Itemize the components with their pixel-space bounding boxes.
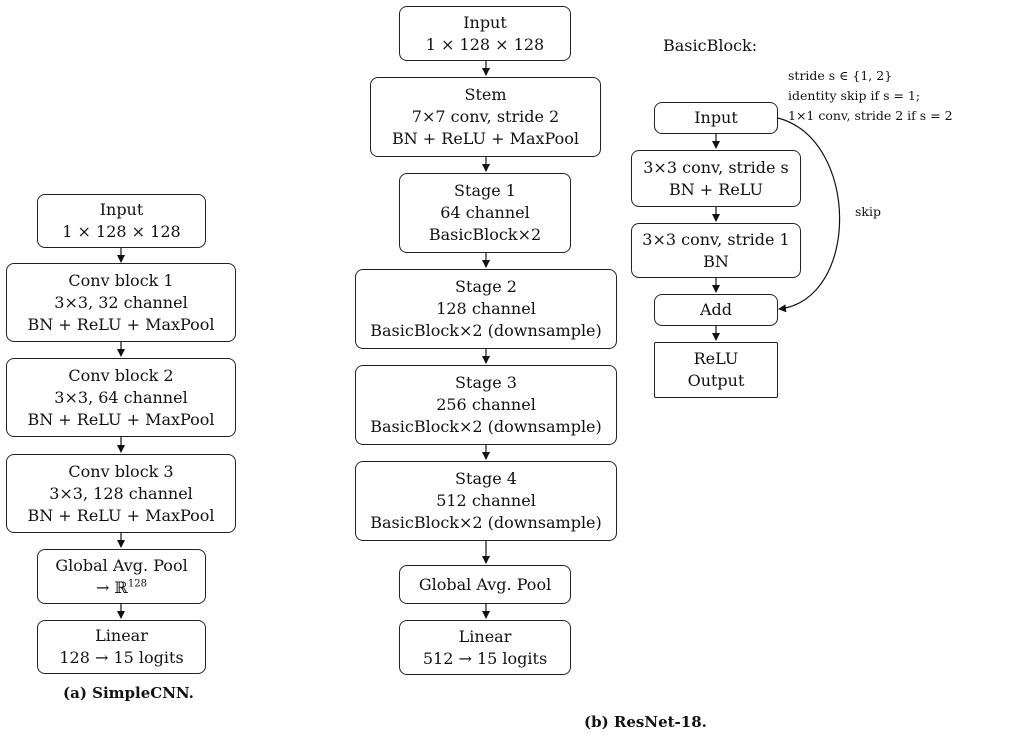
conv-block-2-title: Conv block 2 <box>68 365 174 385</box>
stage-1-title: Stage 1 <box>454 181 516 200</box>
conv-block-2-kernel: 3×3, 64 channel <box>54 387 188 407</box>
stem-layers: BN + ReLU + MaxPool <box>391 129 580 148</box>
simplecnn-input-box: Input 1 × 128 × 128 <box>37 194 206 248</box>
resnet-global-avg-pool: Global Avg. Pool <box>399 565 571 604</box>
resnet-input-shape: 1 × 128 × 128 <box>425 34 545 54</box>
conv-block-1-layers: BN + ReLU + MaxPool <box>27 314 215 334</box>
resnet-stage-2: Stage 2 128 channel BasicBlock×2 (downsa… <box>355 269 617 349</box>
basicblock-conv-a: 3×3 conv, stride s BN + ReLU <box>631 150 801 207</box>
stride-note-line-1: stride s ∈ {1, 2} <box>788 68 893 83</box>
simplecnn-caption: (a) SimpleCNN. <box>63 684 194 702</box>
simplecnn-gap-output: → ℝ128 <box>96 577 147 599</box>
simplecnn-linear-title: Linear <box>95 626 148 645</box>
output-label: Output <box>687 371 745 390</box>
skip-connection-arrow <box>777 117 841 313</box>
simplecnn-conv-block-1: Conv block 1 3×3, 32 channel BN + ReLU +… <box>6 263 236 342</box>
stem-title: Stem <box>464 85 507 104</box>
resnet-stage-3: Stage 3 256 channel BasicBlock×2 (downsa… <box>355 365 617 445</box>
conv-a-kernel: 3×3 conv, stride s <box>643 157 789 177</box>
basicblock-title: BasicBlock: <box>663 36 758 55</box>
resnet-input-box: Input 1 × 128 × 128 <box>399 6 571 61</box>
basicblock-output: ReLU Output <box>654 342 778 398</box>
conv-a-layers: BN + ReLU <box>668 179 764 199</box>
resnet-gap-title: Global Avg. Pool <box>418 574 552 594</box>
simplecnn-gap-title: Global Avg. Pool <box>55 555 188 575</box>
resnet-linear: Linear 512 → 15 logits <box>399 620 571 675</box>
resnet-stage-1: Stage 1 64 channel BasicBlock×2 <box>399 173 571 253</box>
stage-2-blocks: BasicBlock×2 (downsample) <box>370 321 602 340</box>
conv-block-3-layers: BN + ReLU + MaxPool <box>27 505 215 525</box>
resnet-linear-title: Linear <box>458 626 512 646</box>
stage-4-title: Stage 4 <box>455 469 517 488</box>
gap-output-dim: 128 <box>127 578 147 590</box>
basicblock-input-label: Input <box>694 108 738 127</box>
basicblock-add: Add <box>654 294 778 326</box>
stage-4-blocks: BasicBlock×2 (downsample) <box>370 513 602 532</box>
add-label: Add <box>699 300 733 319</box>
simplecnn-global-avg-pool: Global Avg. Pool → ℝ128 <box>37 549 206 604</box>
simplecnn-input-title: Input <box>99 200 144 219</box>
stride-note-line-3: 1×1 conv, stride 2 if s = 2 <box>788 108 953 123</box>
output-activation: ReLU <box>693 349 739 368</box>
stage-2-channels: 128 channel <box>436 299 536 318</box>
conv-block-3-kernel: 3×3, 128 channel <box>49 483 193 503</box>
conv-block-1-kernel: 3×3, 32 channel <box>54 292 188 312</box>
simplecnn-linear: Linear 128 → 15 logits <box>37 620 206 674</box>
skip-label: skip <box>855 204 881 219</box>
stage-2-title: Stage 2 <box>455 277 517 296</box>
conv-block-3-title: Conv block 3 <box>68 461 174 481</box>
stem-conv: 7×7 conv, stride 2 <box>411 107 560 126</box>
conv-b-kernel: 3×3 conv, stride 1 <box>642 229 790 249</box>
basicblock-stride-note: stride s ∈ {1, 2} identity skip if s = 1… <box>788 66 953 126</box>
conv-block-2-layers: BN + ReLU + MaxPool <box>27 409 215 429</box>
conv-block-1-title: Conv block 1 <box>68 270 174 290</box>
simplecnn-input-shape: 1 × 128 × 128 <box>62 222 181 241</box>
stage-3-title: Stage 3 <box>455 373 517 392</box>
simplecnn-conv-block-2: Conv block 2 3×3, 64 channel BN + ReLU +… <box>6 358 236 437</box>
conv-b-layers: BN <box>703 251 729 271</box>
resnet-caption: (b) ResNet-18. <box>584 713 707 731</box>
simplecnn-conv-block-3: Conv block 3 3×3, 128 channel BN + ReLU … <box>6 454 236 533</box>
stage-3-channels: 256 channel <box>436 395 536 414</box>
resnet-stem: Stem 7×7 conv, stride 2 BN + ReLU + MaxP… <box>370 77 601 157</box>
gap-output-space: → ℝ <box>96 577 128 597</box>
resnet-linear-output: 512 → 15 logits <box>422 648 548 668</box>
stage-1-channels: 64 channel <box>440 203 530 222</box>
stage-4-channels: 512 channel <box>436 491 536 510</box>
stage-1-blocks: BasicBlock×2 <box>428 225 542 244</box>
stage-3-blocks: BasicBlock×2 (downsample) <box>370 417 602 436</box>
resnet-stage-4: Stage 4 512 channel BasicBlock×2 (downsa… <box>355 461 617 541</box>
stride-note-line-2: identity skip if s = 1; <box>788 88 921 103</box>
simplecnn-linear-output: 128 → 15 logits <box>59 648 184 667</box>
resnet-input-title: Input <box>463 12 507 32</box>
basicblock-input: Input <box>654 102 778 134</box>
basicblock-conv-b: 3×3 conv, stride 1 BN <box>631 223 801 278</box>
